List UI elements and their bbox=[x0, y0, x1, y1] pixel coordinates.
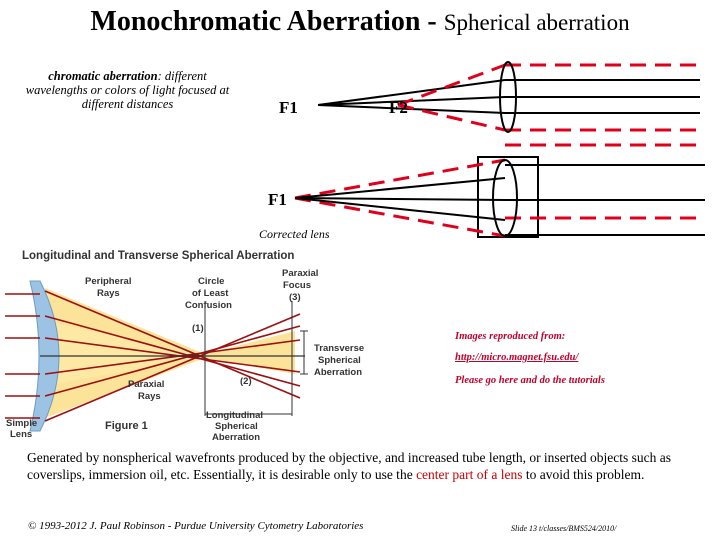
marker-1-label: (1) bbox=[192, 323, 204, 334]
f2-top-label: F2 bbox=[389, 98, 408, 117]
lens-holder-outline bbox=[477, 156, 539, 238]
paraxial-rays-label-1: Paraxial bbox=[128, 379, 164, 390]
credit-line-1: Images reproduced from: bbox=[455, 331, 566, 342]
peripheral-rays-label-2: Rays bbox=[97, 288, 120, 299]
spherical-aberration-figure: Longitudinal and Transverse Spherical Ab… bbox=[5, 250, 364, 443]
circle-least-label-3: Confusion bbox=[185, 300, 232, 311]
transverse-label-2: Spherical bbox=[318, 355, 361, 366]
peripheral-rays-label-1: Peripheral bbox=[85, 276, 131, 287]
note-definition: : different wavelengths or colors of lig… bbox=[25, 69, 230, 111]
paraxial-focus-label-3: (3) bbox=[289, 292, 301, 303]
circle-least-label-1: Circle bbox=[198, 276, 224, 287]
figure-title: Longitudinal and Transverse Spherical Ab… bbox=[22, 250, 294, 262]
uncorrected-lens-rays bbox=[317, 61, 700, 133]
f1-top-label: F1 bbox=[279, 98, 298, 117]
description-part-1: Generated by nonspherical wavefronts pro… bbox=[27, 450, 672, 482]
lens-ray-diagram bbox=[294, 61, 705, 238]
footer-copyright: © 1993-2012 J. Paul Robinson - Purdue Un… bbox=[28, 520, 364, 532]
paraxial-focus-label-2: Focus bbox=[283, 280, 311, 291]
title-sub: Spherical aberration bbox=[443, 10, 630, 35]
uncorrected-lens-icon bbox=[499, 61, 517, 133]
transverse-label-1: Transverse bbox=[314, 343, 364, 354]
simple-lens-label-2: Lens bbox=[10, 429, 32, 440]
page-title: Monochromatic Aberration - Spherical abe… bbox=[0, 6, 720, 38]
credit-url-link[interactable]: http://micro.magnet.fsu.edu/ bbox=[455, 352, 579, 363]
corrected-lens-rays bbox=[294, 143, 705, 238]
description-paragraph: Generated by nonspherical wavefronts pro… bbox=[27, 449, 697, 483]
simple-lens-label-1: Simple bbox=[6, 418, 37, 429]
f1-bottom-label: F1 bbox=[268, 190, 287, 209]
credit-line-3: Please go here and do the tutorials bbox=[455, 375, 605, 386]
corrected-lens-label: Corrected lens bbox=[259, 227, 330, 241]
paraxial-focus-label-1: Paraxial bbox=[282, 268, 318, 279]
description-highlight: center part of a lens bbox=[416, 467, 523, 482]
chromatic-aberration-note: chromatic aberration: different waveleng… bbox=[20, 69, 235, 111]
title-main: Monochromatic Aberration - bbox=[90, 6, 444, 37]
transverse-label-3: Aberration bbox=[314, 367, 362, 378]
corrected-lens-icon bbox=[492, 159, 518, 237]
figure-number-label: Figure 1 bbox=[105, 420, 148, 432]
footer-slide-number: Slide 13 t/classes/BMS524/2010/ bbox=[511, 524, 617, 533]
longitudinal-label-3: Aberration bbox=[212, 432, 260, 443]
circle-least-label-2: of Least bbox=[192, 288, 229, 299]
description-part-2: to avoid this problem. bbox=[522, 467, 645, 482]
paraxial-rays-label-2: Rays bbox=[138, 391, 161, 402]
longitudinal-label-2: Spherical bbox=[215, 421, 258, 432]
longitudinal-label-1: Longitudinal bbox=[206, 410, 263, 421]
marker-2-label: (2) bbox=[240, 376, 252, 387]
note-term: chromatic aberration bbox=[48, 69, 158, 83]
